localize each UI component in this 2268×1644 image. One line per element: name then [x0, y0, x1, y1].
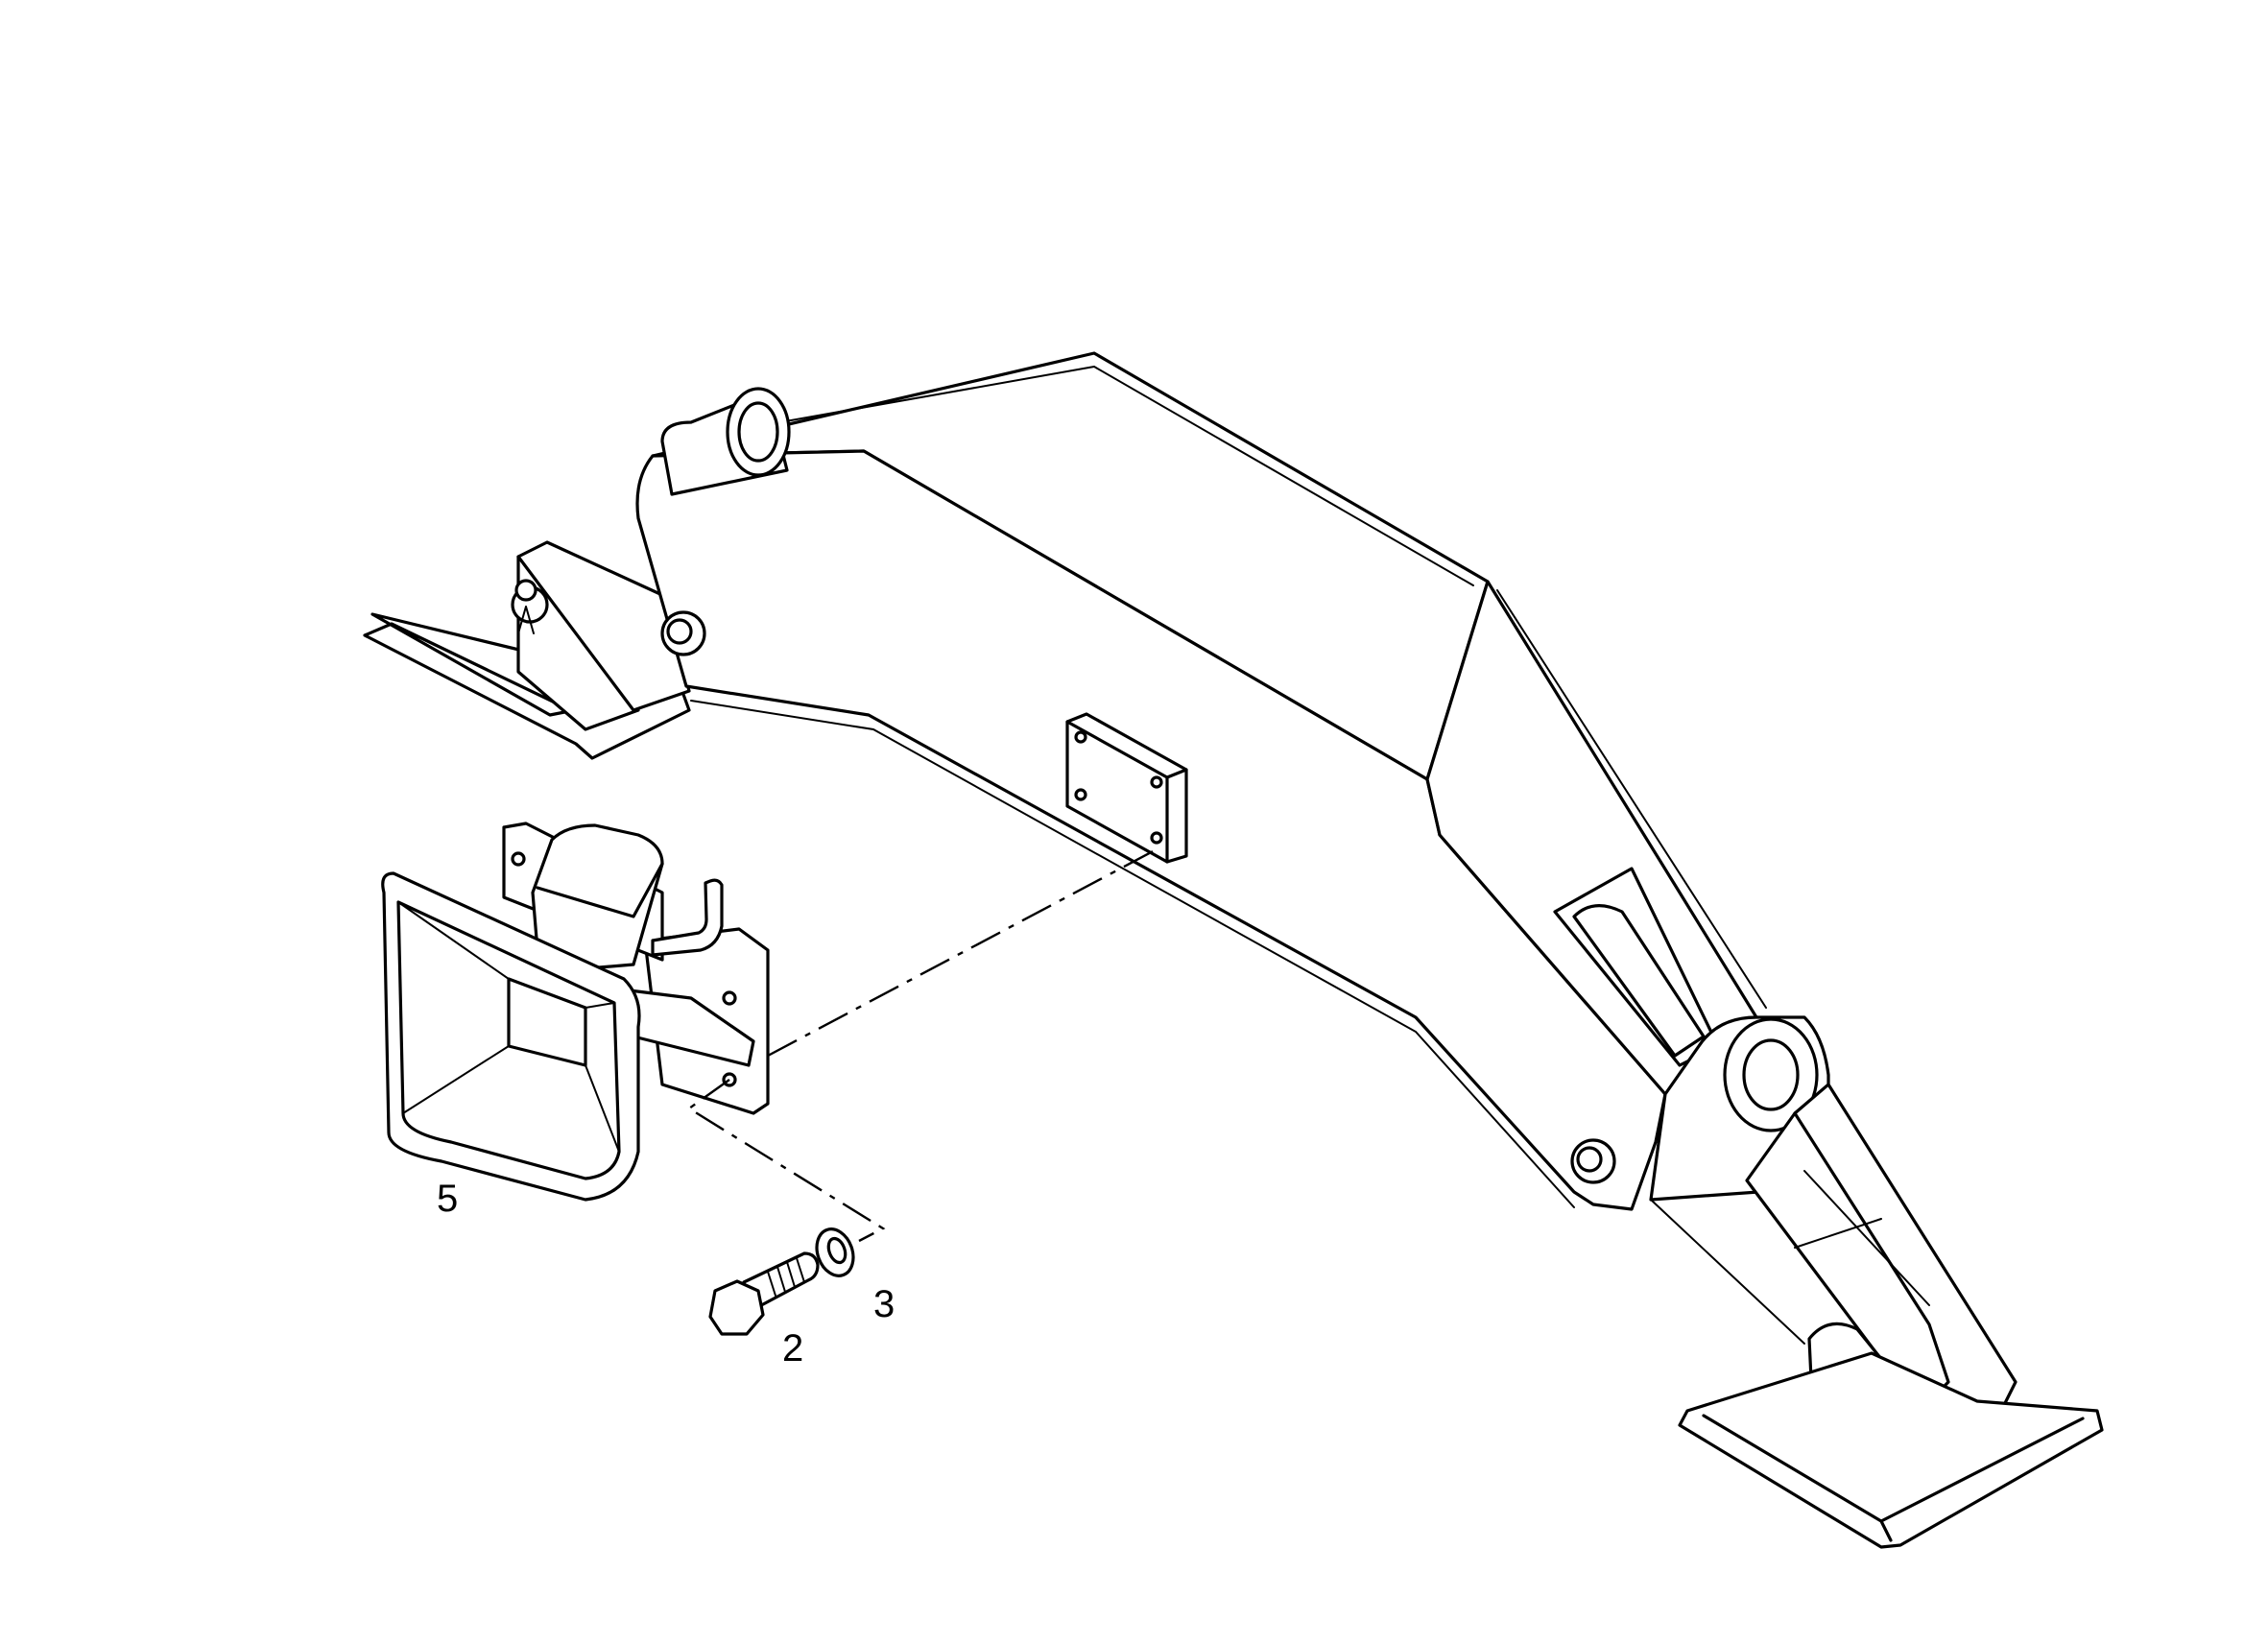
left-hinge-pin-mark	[517, 606, 535, 634]
bolt-head	[708, 1279, 765, 1336]
part-5-lamp-assembly	[381, 822, 770, 1202]
callout-3: 3	[873, 1283, 895, 1325]
callout-5: 5	[437, 1178, 458, 1220]
cylinder-rod	[1572, 904, 1706, 1058]
top-hinge-collar-inner	[737, 401, 779, 463]
lower-link-line	[1650, 1199, 1805, 1345]
right-leg-brace	[1794, 1170, 1930, 1306]
lamp-handle	[651, 878, 724, 957]
pad-hole-2	[1150, 775, 1163, 789]
boom-hole-right-inner	[1576, 1146, 1603, 1173]
boom-frame	[363, 351, 2104, 1549]
lamp-plate-hole-bottom	[722, 1072, 737, 1087]
lamp-reflector-frame	[381, 871, 641, 1202]
work-light-housing	[531, 823, 664, 971]
lower-hinge-collar-inner	[1742, 1038, 1800, 1111]
right-foot-plate	[1678, 1351, 2104, 1549]
bolt-thread-lines	[767, 1257, 805, 1297]
washer-inner	[826, 1236, 848, 1265]
work-light-lens-edge	[536, 862, 664, 918]
pad-hole-1	[1074, 730, 1087, 744]
assembly-line-bolt-path	[686, 1079, 886, 1243]
lamp-plate-hole-top	[722, 990, 737, 1006]
lamp-reflector-inner	[396, 900, 621, 1180]
boom-hole-left-inner	[666, 618, 693, 645]
assembly-line-lamp-to-pad	[767, 847, 1158, 1058]
pad-hole-3	[1074, 788, 1087, 801]
boom-bottom-edge-line	[690, 700, 1575, 1208]
top-hinge-collar	[726, 387, 791, 477]
boom-mounting-pad	[1065, 712, 1188, 864]
part-2-bolt	[708, 1251, 820, 1336]
assembly-lines	[686, 847, 1158, 1243]
lower-hinge-collar	[1723, 1017, 1819, 1132]
boom-mounting-pad-face	[1065, 720, 1188, 864]
washer-outer	[815, 1227, 855, 1277]
right-foot-plate-inner	[1702, 1414, 2085, 1542]
left-hinge-eye-inner	[514, 579, 537, 602]
pad-hole-4	[1150, 831, 1163, 845]
callout-2: 2	[782, 1327, 803, 1370]
boom-right-edge-line	[1496, 589, 1767, 1009]
lamp-reflector-rays	[397, 901, 620, 1153]
part-3-washer	[815, 1227, 855, 1277]
boom-ridge-line	[1093, 366, 1474, 586]
upper-bracket-hole	[511, 851, 526, 867]
